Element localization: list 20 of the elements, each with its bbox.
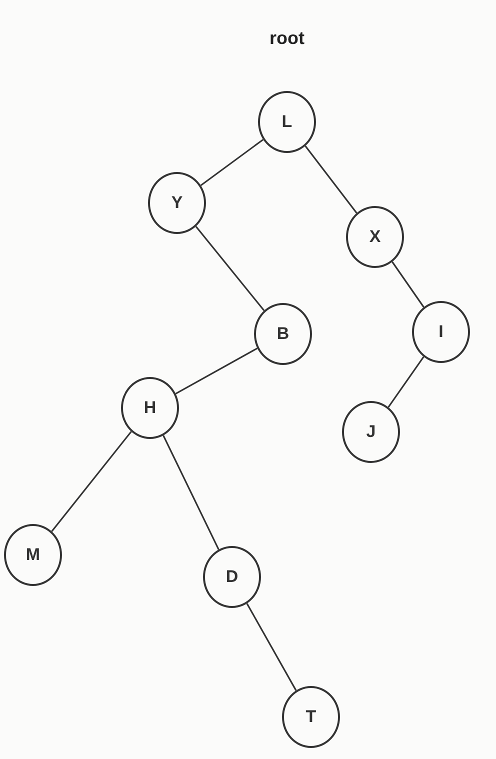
title: root — [268, 28, 306, 49]
tree-edge — [304, 146, 358, 214]
node-label: T — [306, 707, 316, 727]
node-label: J — [366, 422, 376, 442]
node-label: M — [26, 545, 40, 565]
tree-edge — [195, 226, 265, 312]
tree-edge — [388, 356, 424, 408]
tree-edge — [200, 138, 264, 186]
node-label: Y — [171, 193, 183, 213]
tree-edge — [175, 348, 258, 394]
tree-edge — [246, 603, 297, 691]
tree-edge — [162, 435, 220, 550]
node-label: D — [226, 567, 238, 587]
node-label: B — [276, 324, 290, 344]
node-label: X — [369, 227, 381, 247]
tree-edge — [392, 261, 424, 308]
tree-edge — [51, 431, 132, 532]
node-label: H — [144, 398, 156, 418]
node-label: L — [282, 112, 292, 132]
node-label: I — [438, 322, 444, 342]
